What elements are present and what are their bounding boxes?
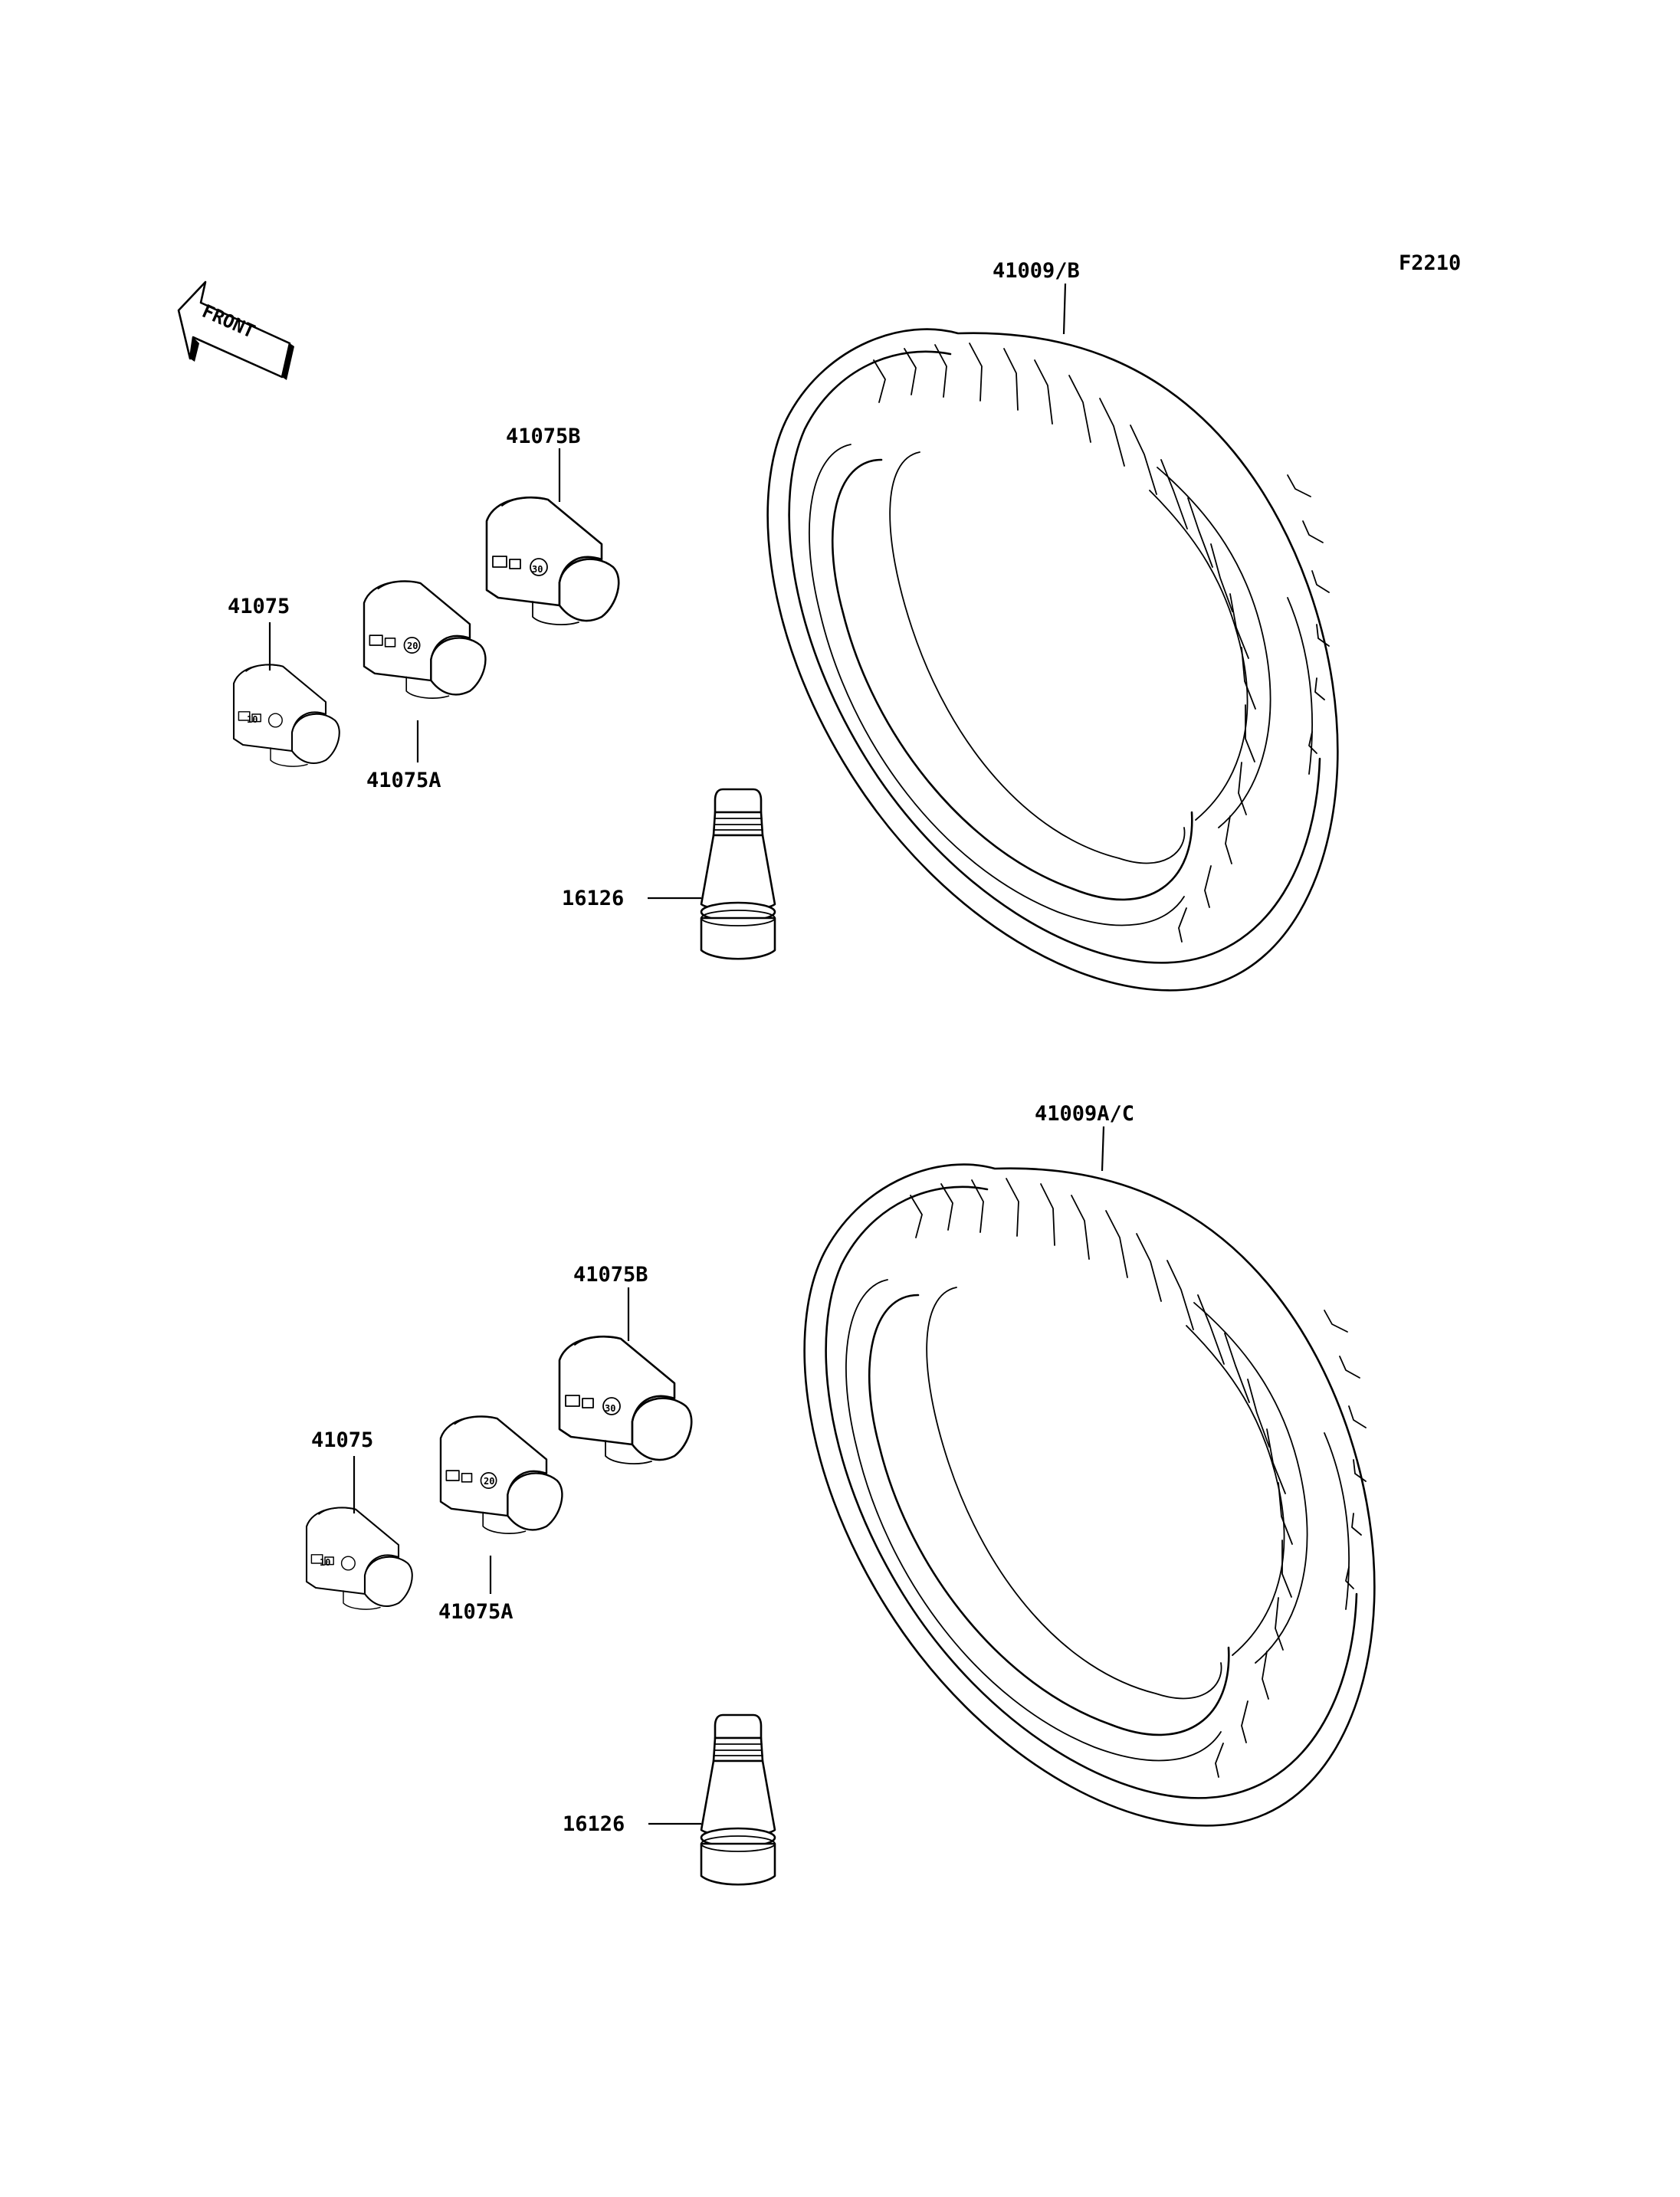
bottom-group: 41009A/C 41075B 30 41075A 20 41075 10 16…	[305, 1102, 1376, 1886]
bottom-weight-a-icon	[439, 1415, 563, 1535]
front-arrow-icon: FRONT	[177, 280, 294, 380]
bottom-weight-b-label: 41075B	[573, 1263, 648, 1287]
bottom-valve-stem-icon	[700, 1713, 776, 1886]
top-weight-b-icon	[485, 496, 620, 626]
top-weight-marking: 10	[247, 714, 258, 725]
top-valve-stem-icon	[700, 788, 776, 960]
bottom-tire-label: 41009A/C	[1035, 1102, 1134, 1126]
top-tire-label: 41009/B	[993, 259, 1080, 283]
bottom-weight-label: 41075	[311, 1428, 373, 1452]
top-weight-a-icon	[363, 580, 487, 700]
front-label: FRONT	[199, 300, 258, 343]
top-weight-a-marking: 20	[407, 641, 418, 651]
bottom-weight-marking: 10	[320, 1557, 330, 1568]
bottom-valve-label: 16126	[563, 1812, 625, 1836]
top-weight-label: 41075	[228, 595, 290, 618]
top-weight-b-marking: 30	[532, 564, 543, 575]
bottom-weight-a-marking: 20	[484, 1476, 494, 1487]
bottom-weight-a-label: 41075A	[438, 1600, 514, 1624]
figure-code: F2210	[1399, 251, 1461, 275]
tire-icon	[766, 328, 1339, 992]
bottom-weight-b-marking: 30	[605, 1403, 615, 1414]
tire-icon	[803, 1163, 1376, 1827]
top-weight-b-label: 41075B	[506, 425, 581, 448]
top-valve-label: 16126	[562, 887, 624, 910]
top-weight-a-label: 41075A	[366, 769, 441, 792]
top-group: 41009/B 41075B 30 41075A 20 41075 10 161…	[228, 259, 1339, 992]
bottom-weight-b-icon	[558, 1335, 693, 1465]
